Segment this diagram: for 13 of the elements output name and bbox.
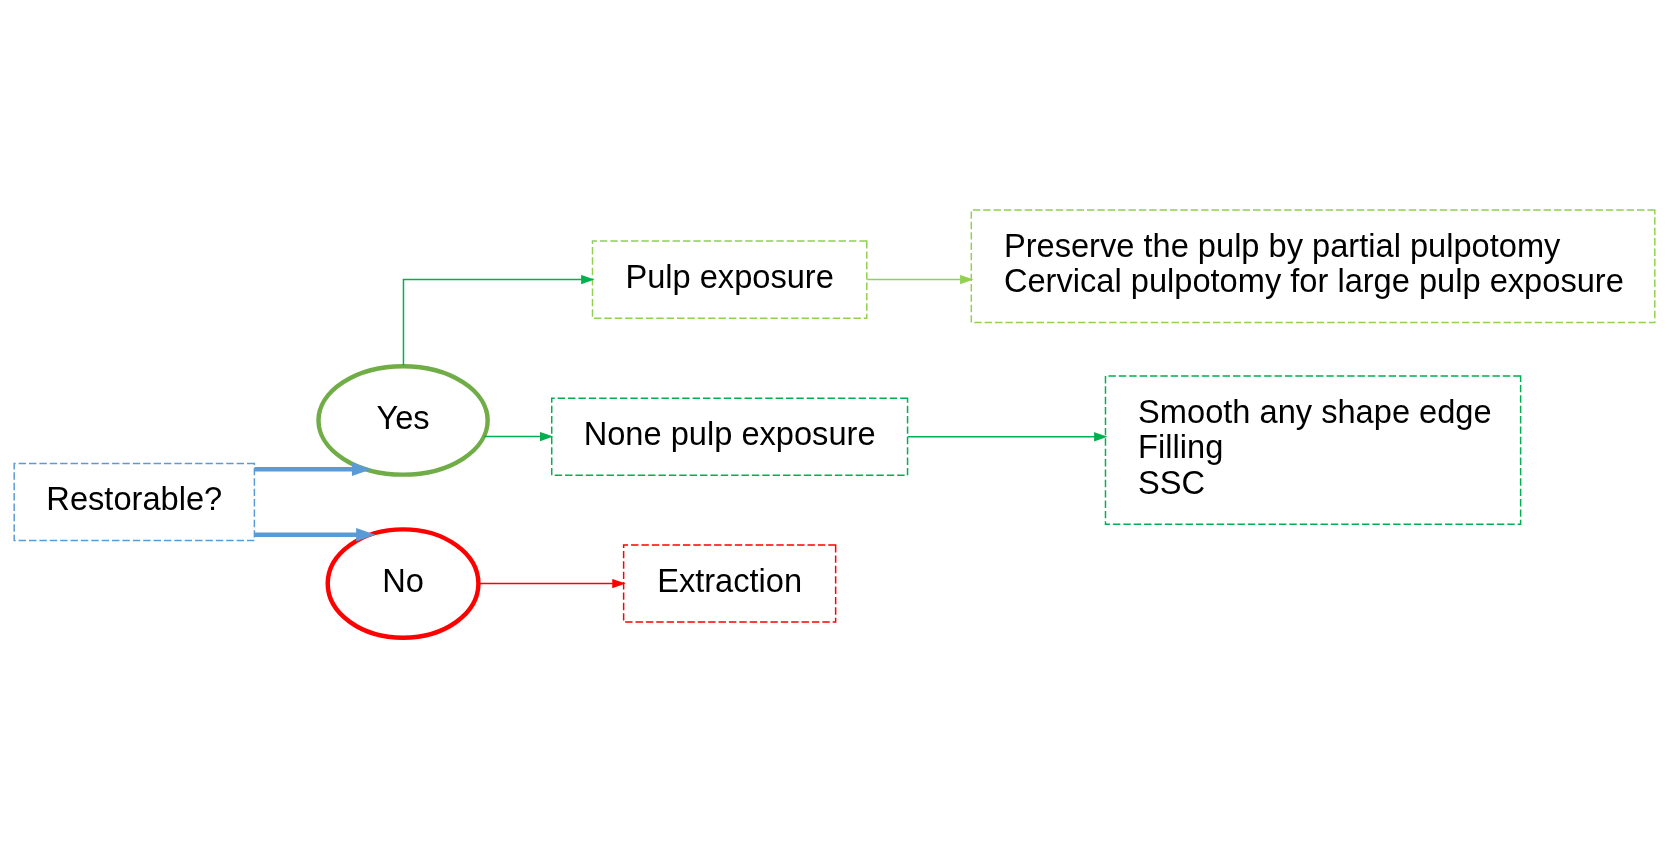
arrow	[254, 462, 372, 476]
node-box: Pulp exposure	[591, 240, 868, 319]
arrow	[478, 578, 626, 589]
arrow	[402, 274, 595, 367]
node-box: Restorable?	[13, 462, 256, 542]
node-box: Extraction	[622, 544, 837, 623]
arrow	[483, 431, 554, 442]
node-box: Preserve the pulp by partial pulpotomy Cervical pulpotomy for large pulp exposure	[970, 209, 1656, 324]
node-box: None pulp exposure	[551, 397, 909, 477]
arrow	[907, 432, 1108, 442]
arrow	[254, 528, 376, 542]
node-box: Smooth any shape edge Filling SSC	[1104, 375, 1522, 525]
arrow	[866, 274, 974, 285]
